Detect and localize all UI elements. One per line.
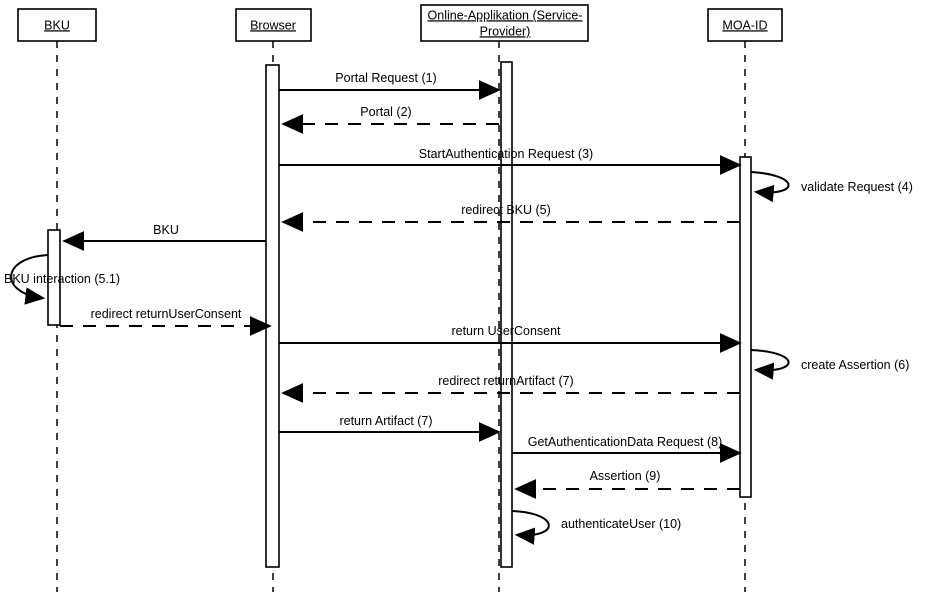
message-portal-request[interactable]: Portal Request (1)	[279, 71, 501, 100]
message-selfloop-bku-interaction	[10, 254, 49, 305]
message-redirect-bku[interactable]: redirect BKU (5)	[281, 203, 740, 232]
activation-bar-moa-id	[739, 156, 752, 498]
message-bku[interactable]: BKU	[62, 223, 266, 251]
message-label-redirect-returnartifact: redirect returnArtifact (7)	[438, 374, 573, 388]
participant-box-online-applikation[interactable]	[420, 4, 589, 42]
message-return-userconsent[interactable]: return UserConsent	[279, 324, 742, 353]
message-validate-request[interactable]: validate Request (4)	[750, 171, 913, 203]
participant-moa-id[interactable]: MOA-ID	[707, 8, 783, 42]
message-label-redirect-bku: redirect BKU (5)	[461, 203, 551, 217]
message-label-return-artifact: return Artifact (7)	[339, 414, 432, 428]
message-selfloop-authenticateuser	[511, 510, 550, 545]
message-redirect-returnuserconsent[interactable]: redirect returnUserConsent	[60, 307, 272, 336]
message-startauthentication-request[interactable]: StartAuthentication Request (3)	[279, 147, 742, 175]
message-label-return-userconsent: return UserConsent	[451, 324, 561, 338]
activation-bar-browser	[265, 64, 280, 568]
participant-box-moa-id[interactable]	[707, 8, 783, 42]
message-create-assertion[interactable]: create Assertion (6)	[750, 349, 909, 380]
message-label-getauthenticationdata-request: GetAuthenticationData Request (8)	[528, 435, 723, 449]
participant-box-bku[interactable]	[17, 8, 97, 42]
activation-bar-online-applikation	[500, 61, 513, 568]
message-label-portal-request: Portal Request (1)	[335, 71, 436, 85]
participant-label-online-applikation-line1: Online-Applikation (Service-	[428, 8, 583, 22]
message-label-bku: BKU	[153, 223, 179, 237]
message-label-validate-request: validate Request (4)	[801, 180, 913, 194]
participant-label-bku: BKU	[44, 18, 70, 32]
activation-bars	[47, 61, 752, 568]
message-label-portal: Portal (2)	[360, 105, 411, 119]
message-selfloop-create-assertion	[750, 349, 790, 380]
message-label-startauthentication-request: StartAuthentication Request (3)	[419, 147, 593, 161]
message-label-bku-interaction: BKU interaction (5.1)	[4, 272, 120, 286]
message-label-authenticateuser: authenticateUser (10)	[561, 517, 681, 531]
participant-box-browser[interactable]	[235, 8, 312, 42]
message-bku-interaction[interactable]: BKU interaction (5.1)	[4, 254, 120, 305]
message-label-create-assertion: create Assertion (6)	[801, 358, 909, 372]
participant-bku[interactable]: BKU	[17, 8, 97, 42]
participant-label-moa-id: MOA-ID	[722, 18, 767, 32]
message-return-artifact[interactable]: return Artifact (7)	[279, 414, 501, 442]
message-assertion[interactable]: Assertion (9)	[514, 469, 740, 499]
participant-label-browser: Browser	[250, 18, 296, 32]
activation-bar-bku	[47, 229, 61, 326]
message-portal[interactable]: Portal (2)	[281, 105, 499, 134]
participant-label-online-applikation-line2: Provider)	[480, 24, 531, 38]
message-label-redirect-returnuserconsent: redirect returnUserConsent	[91, 307, 242, 321]
message-label-assertion: Assertion (9)	[590, 469, 661, 483]
message-authenticateuser[interactable]: authenticateUser (10)	[511, 510, 681, 545]
message-getauthenticationdata-request[interactable]: GetAuthenticationData Request (8)	[512, 435, 742, 463]
message-selfloop-validate-request	[750, 171, 790, 203]
participant-online-applikation[interactable]: Online-Applikation (Service- Provider)	[420, 4, 589, 42]
message-redirect-returnartifact[interactable]: redirect returnArtifact (7)	[281, 374, 740, 403]
participant-browser[interactable]: Browser	[235, 8, 312, 42]
